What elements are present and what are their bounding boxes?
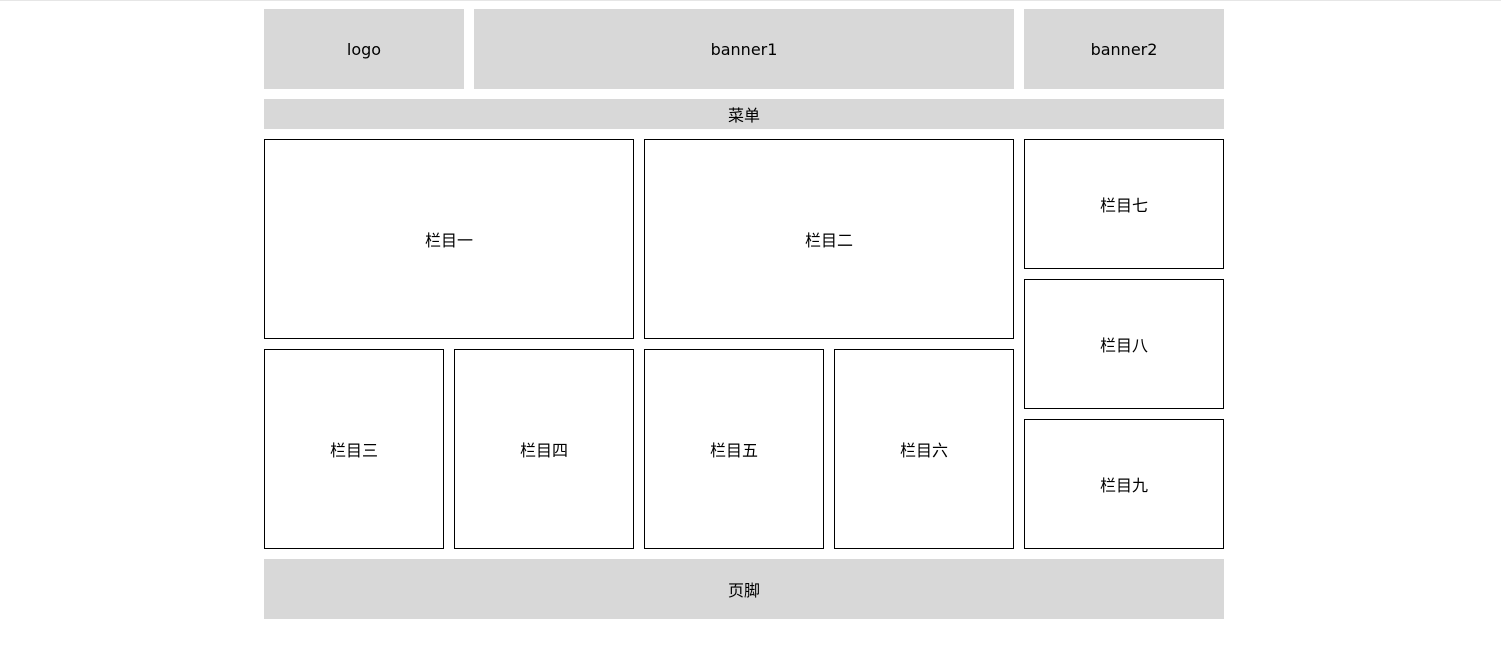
column-eight[interactable]: 栏目八	[1024, 279, 1224, 409]
footer-block[interactable]: 页脚	[264, 559, 1224, 619]
logo-block[interactable]: logo	[264, 9, 464, 89]
column-five[interactable]: 栏目五	[644, 349, 824, 549]
column-eight-label: 栏目八	[1099, 336, 1148, 355]
column-one-label: 栏目一	[424, 231, 473, 250]
footer-label: 页脚	[727, 581, 760, 600]
column-six[interactable]: 栏目六	[834, 349, 1014, 549]
column-two[interactable]: 栏目二	[644, 139, 1014, 339]
banner2-label: banner2	[1090, 39, 1158, 59]
menu-bar[interactable]: 菜单	[264, 99, 1224, 129]
top-divider	[0, 0, 1501, 1]
column-nine-label: 栏目九	[1099, 476, 1148, 495]
column-one[interactable]: 栏目一	[264, 139, 634, 339]
column-three-label: 栏目三	[329, 441, 378, 460]
column-five-label: 栏目五	[709, 441, 758, 460]
banner1-label: banner1	[710, 39, 778, 59]
column-nine[interactable]: 栏目九	[1024, 419, 1224, 549]
column-two-label: 栏目二	[804, 231, 853, 250]
column-six-label: 栏目六	[899, 441, 948, 460]
banner2-block[interactable]: banner2	[1024, 9, 1224, 89]
column-three[interactable]: 栏目三	[264, 349, 444, 549]
logo-label: logo	[346, 39, 382, 59]
column-seven-label: 栏目七	[1099, 196, 1148, 215]
column-four-label: 栏目四	[519, 441, 568, 460]
column-four[interactable]: 栏目四	[454, 349, 634, 549]
column-seven[interactable]: 栏目七	[1024, 139, 1224, 269]
menu-label: 菜单	[727, 106, 760, 125]
banner1-block[interactable]: banner1	[474, 9, 1014, 89]
